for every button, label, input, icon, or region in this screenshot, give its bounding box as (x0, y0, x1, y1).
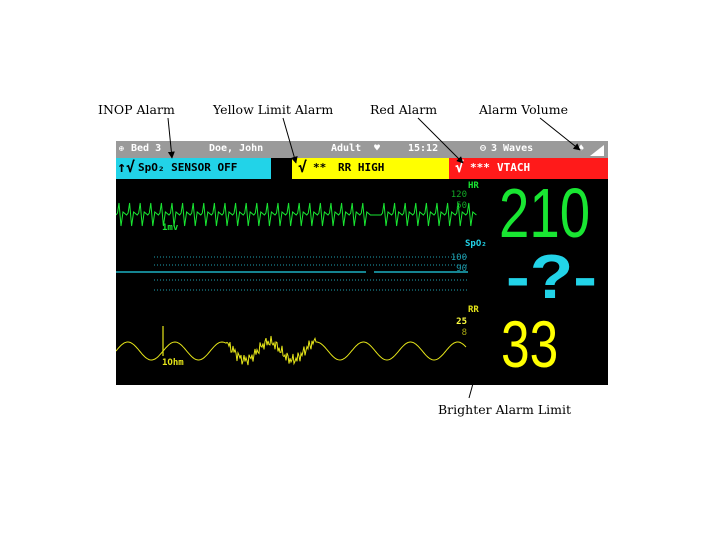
waveform-area (116, 202, 477, 366)
rr-high-limit: 25 (456, 317, 467, 327)
yellow-alarm-priority: ** (313, 161, 327, 174)
patient-monitor-screen: ⊕ Bed 3 Doe, John Adult ♥ 15:12 ⊖ 3 Wave… (116, 141, 608, 385)
callout-red-alarm: Red Alarm (370, 102, 438, 117)
patient-category: Adult (331, 143, 362, 154)
respiration-waveform (116, 335, 467, 366)
ecg-waveform (116, 202, 477, 227)
resp-scale-label: 1Ohm (162, 358, 184, 368)
patient-name: Doe, John (209, 143, 264, 154)
callout-brighter-alarm-limit: Brighter Alarm Limit (438, 402, 572, 417)
bed-icon: ⊕ (119, 144, 124, 153)
hr-low-limit: 50 (456, 201, 467, 211)
inop-alarm-field[interactable]: ↑√ SpO₂ SENSOR OFF (116, 158, 271, 179)
inop-acknowledge-icon: ↑√ (117, 158, 136, 176)
callout-yellow-limit-alarm: Yellow Limit Alarm (213, 102, 334, 117)
bed-label: Bed 3 (131, 143, 162, 154)
red-alarm-priority: *** (470, 161, 490, 174)
inop-alarm-text: SpO₂ SENSOR OFF (138, 161, 238, 174)
yellow-acknowledge-icon: √ (298, 158, 308, 176)
callout-inop-alarm: INOP Alarm (98, 102, 175, 117)
ecg-scale-label: 1mv (162, 223, 179, 233)
red-alarm-text: VTACH (497, 161, 531, 174)
heart-icon: ♥ (374, 143, 381, 154)
callout-alarm-volume: Alarm Volume (479, 102, 568, 117)
spo2-low-limit: 90 (456, 264, 467, 274)
rr-low-limit: 8 (461, 328, 467, 338)
hr-value[interactable]: 210 (499, 174, 591, 252)
spo2-label: SpO₂ (465, 239, 487, 249)
waves-count: 3 Waves (491, 143, 534, 154)
yellow-alarm-field[interactable]: √ ** RR HIGH (292, 158, 449, 179)
hr-label: HR (468, 181, 479, 191)
red-alarm-field[interactable]: √ *** VTACH (449, 158, 608, 179)
yellow-alarm-text: RR HIGH (338, 161, 385, 174)
status-bar: ⊕ Bed 3 Doe, John Adult ♥ 15:12 ⊖ 3 Wave… (116, 141, 608, 158)
alarm-volume-icon[interactable] (590, 145, 604, 156)
rr-value[interactable]: 33 (501, 307, 559, 381)
spo2-value[interactable]: -?- (506, 243, 598, 312)
waves-icon: ⊖ (480, 143, 487, 154)
red-acknowledge-icon: √ (455, 158, 465, 176)
rr-label: RR (468, 305, 479, 315)
bell-icon[interactable]: ♠ (578, 143, 585, 154)
spo2-high-limit: 100 (450, 253, 467, 263)
hr-high-limit: 120 (450, 190, 467, 200)
